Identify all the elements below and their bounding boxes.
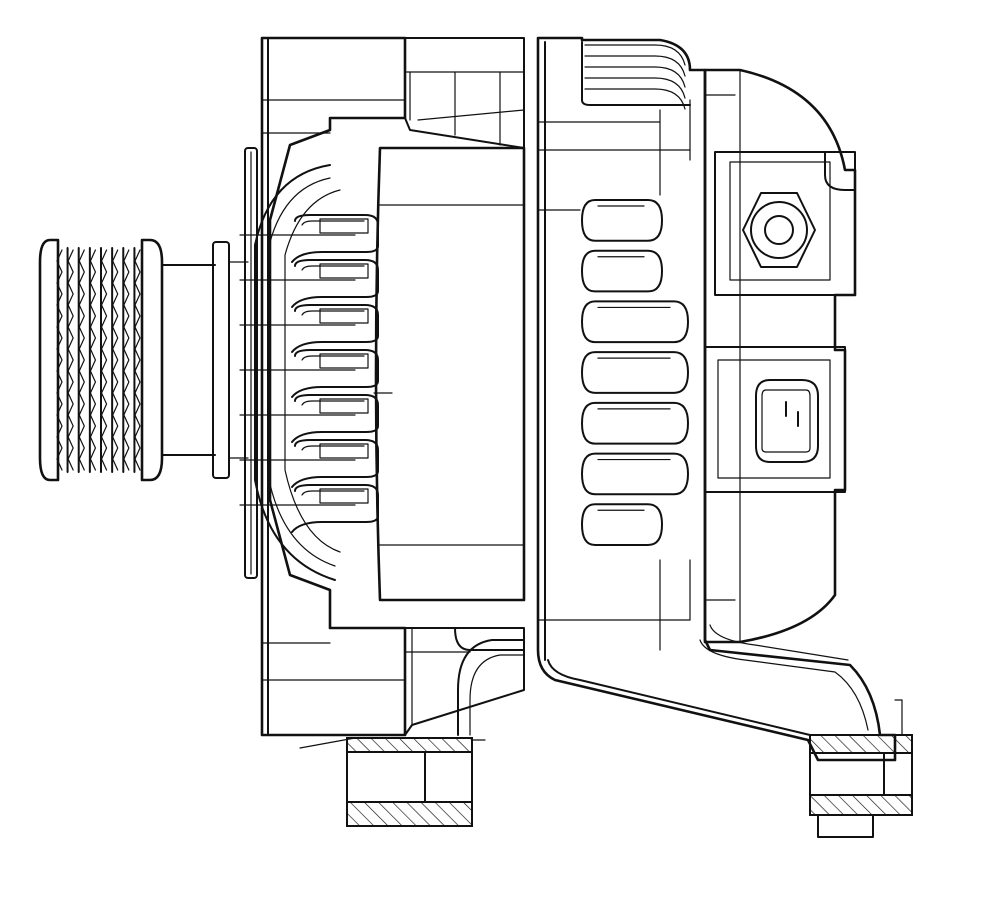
vent-frame: [581, 41, 691, 106]
terminal-nut-icon: [742, 192, 816, 268]
pulley-groove: [112, 249, 119, 471]
stator-body: [373, 146, 526, 602]
fan-blade-edge: [301, 400, 365, 406]
vent-line: [584, 44, 686, 66]
pulley-groove: [100, 249, 108, 471]
fan-blade: [291, 394, 379, 443]
cooling-slot: [581, 503, 663, 546]
mount-foot-left: [299, 627, 525, 827]
fan-blade-edge: [301, 265, 365, 271]
mount-foot-right: [809, 699, 913, 838]
fan-blade: [291, 439, 379, 488]
rear-cooling-slots: [581, 199, 689, 546]
pulley-groove: [78, 249, 85, 471]
rear-cover: [703, 68, 857, 644]
cooling-slot: [581, 452, 689, 496]
pulley-groove: [123, 249, 130, 471]
fan-blade-edge: [301, 490, 365, 496]
cooling-slot: [581, 199, 663, 242]
vent-line: [584, 55, 686, 77]
fan-blade: [291, 259, 379, 308]
top-vent-slots: [581, 41, 691, 110]
front-fan-blades: [239, 214, 379, 533]
fan-blade-tab: [319, 488, 369, 504]
b-plus-terminal: [714, 151, 856, 296]
fan-blade-tab: [319, 218, 369, 234]
fan-blade-edge: [301, 310, 365, 316]
fan-blade-tab: [319, 443, 369, 459]
pulley-groove: [89, 249, 97, 471]
cooling-slot: [581, 351, 689, 394]
fan-blade: [291, 349, 379, 398]
fan-blade-tab: [319, 398, 369, 414]
fan-blade: [291, 484, 379, 533]
pulley-groove: [134, 249, 141, 471]
vent-line: [584, 66, 686, 88]
fan-blade-tab: [319, 308, 369, 324]
cooling-slot: [581, 249, 663, 293]
pulley-groove: [67, 249, 74, 471]
fan-blade: [291, 304, 379, 353]
pulley-groove: [56, 249, 63, 471]
rear-housing: [536, 36, 897, 762]
connector-socket-icon: [755, 379, 819, 463]
plug-connector: [704, 346, 846, 493]
pulley-grooves: [56, 247, 141, 473]
fan-blade-edge: [301, 355, 365, 361]
cooling-slot: [581, 401, 689, 445]
fan-blade-edge: [301, 220, 365, 226]
fan-blade-tab: [319, 263, 369, 279]
fan-blade: [291, 214, 379, 263]
cooling-slot: [581, 300, 689, 344]
vent-line: [584, 77, 686, 99]
pulley: [38, 238, 249, 482]
front-housing: [244, 36, 525, 737]
fan-blade-tab: [319, 353, 369, 369]
fan-blade-edge: [301, 445, 365, 451]
